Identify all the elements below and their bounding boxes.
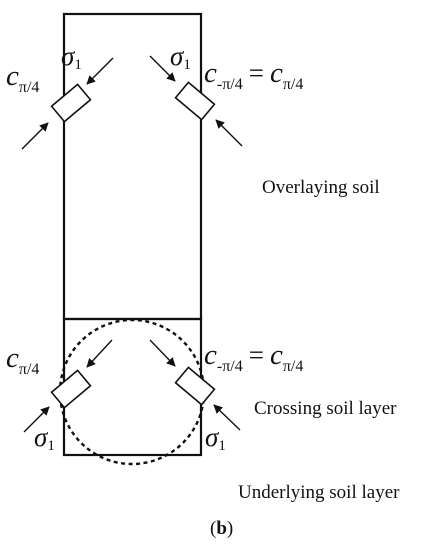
arrow-top: [149, 339, 176, 367]
arrow-bottom: [213, 404, 241, 431]
element-box: [50, 369, 92, 409]
arrow-sigma: [215, 119, 243, 147]
overlaying-soil-label: Overlaying soil: [262, 177, 380, 198]
element-upper-right: [149, 55, 243, 147]
element-upper-left: [21, 57, 114, 150]
element-lower-left: [23, 339, 113, 433]
arrow-bottom: [23, 406, 50, 433]
underlying-soil-layer-label: Underlying soil layer: [238, 482, 400, 503]
arrow-top: [86, 339, 113, 368]
c-label-upper-left: cπ/4: [6, 60, 39, 96]
arrow-sigma: [86, 57, 114, 85]
element-lower-right: [149, 339, 241, 431]
c-equation-lower: c-π/4=cπ/4: [204, 339, 303, 375]
element-box: [174, 81, 216, 121]
sigma-label-upper-left: σ1: [61, 41, 82, 73]
figure-caption: (b): [210, 518, 233, 539]
element-box: [50, 83, 92, 123]
arrow-c: [149, 55, 176, 82]
sigma-label-lower-left: σ1: [34, 422, 55, 454]
element-box: [174, 366, 216, 406]
crossing-soil-layer-label: Crossing soil layer: [254, 398, 397, 419]
sigma-label-lower-right: σ1: [205, 422, 226, 454]
arrow-c: [21, 122, 49, 150]
c-equation-upper: c-π/4=cπ/4: [204, 57, 303, 93]
c-label-lower-left: cπ/4: [6, 342, 39, 378]
sigma-label-upper-right: σ1: [170, 41, 191, 73]
